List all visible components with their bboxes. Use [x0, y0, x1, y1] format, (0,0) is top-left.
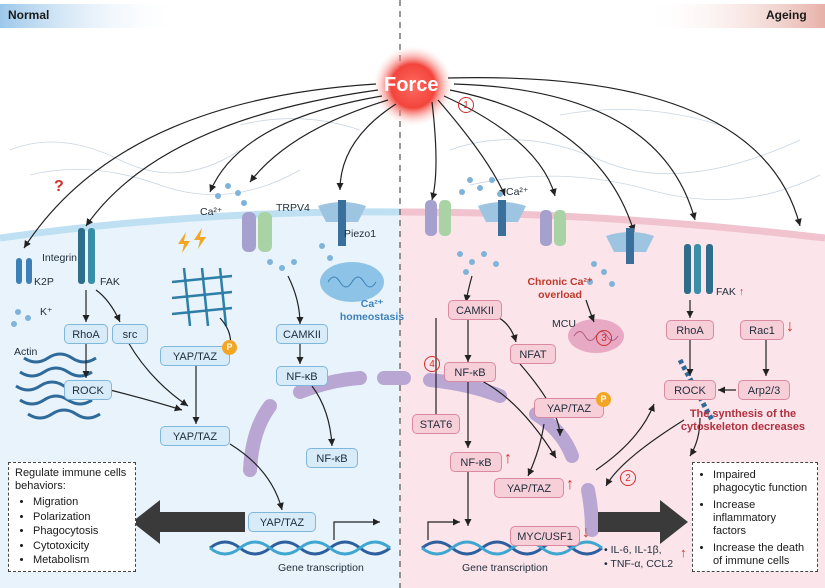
lightning-icon — [178, 228, 206, 253]
piezo1-label: Piezo1 — [344, 228, 377, 240]
cytoskeleton-network — [171, 267, 233, 327]
force-arrows-normal — [23, 83, 397, 249]
list-item: Cytotoxicity — [33, 539, 129, 554]
mitochondrion-normal — [320, 262, 384, 302]
extracellular-matrix — [9, 108, 821, 200]
ca-homeostasis-label: Ca²⁺ homeostasis — [339, 298, 405, 323]
ca-label-normal: Ca²⁺ — [200, 206, 223, 218]
ageing-outcome-panel: Impaired phagocytic function Increase in… — [692, 462, 818, 572]
integrin-receptor-ageing — [684, 244, 713, 294]
transcription-arrow-normal — [333, 518, 380, 540]
step-1-marker: 1 — [458, 97, 474, 113]
piezo1-channel — [318, 200, 366, 246]
dna-helix-normal — [209, 540, 391, 556]
yap-taz-up-arrow: ↑ — [566, 476, 574, 493]
yap-taz-nuclear-box-ageing: YAP/TAZ — [494, 478, 564, 498]
list-item: Increase the death of immune cells — [713, 542, 811, 568]
list-item: Phagocytosis — [33, 524, 129, 539]
camkii-box-ageing: CAMKII — [448, 300, 502, 320]
list-item: Polarization — [33, 510, 129, 525]
trpv4-channel-ageing-1 — [425, 200, 451, 236]
nfat-box: NFAT — [510, 344, 556, 364]
cytoskeleton-decrease-label: The synthesis of the cytoskeleton decrea… — [680, 408, 806, 433]
nfkb-box: NF-κB — [276, 366, 328, 386]
piezo1-channel-ageing-1 — [478, 200, 526, 236]
nfkb-up-arrow: ↑ — [504, 450, 512, 467]
trpv4-channel — [242, 212, 272, 252]
actin-fragments — [677, 358, 715, 422]
mcu-label: MCU — [552, 318, 576, 330]
normal-header-bar — [0, 4, 180, 28]
chronic-overload-label: Chronic Ca²⁺ overload — [527, 276, 593, 301]
src-box: src — [112, 324, 148, 344]
rhoa-box: RhoA — [64, 324, 108, 344]
arp23-box: Arp2/3 — [738, 380, 790, 400]
ageing-header-bar — [645, 4, 825, 28]
output-arrow-normal — [132, 500, 245, 544]
actin-label: Actin — [14, 346, 38, 358]
nfkb-nuclear-box: NF-κB — [306, 448, 358, 468]
ageing-membrane — [399, 208, 825, 242]
normal-panel-list: Migration Polarization Phagocytosis Cyto… — [15, 495, 129, 568]
integrin-label: Integrin — [42, 252, 78, 264]
step-4-marker: 4 — [424, 356, 440, 372]
phosphate-badge: P — [222, 340, 237, 355]
ageing-header-label: Ageing — [766, 8, 807, 22]
trpv4-channel-ageing-2 — [540, 210, 566, 246]
step-3-marker: 3 — [596, 330, 612, 346]
cytokine-up-arrow: ↑ — [680, 545, 687, 560]
transcription-arrow-ageing — [427, 518, 460, 540]
force-label: Force — [384, 74, 439, 96]
k2p-channel — [16, 258, 32, 284]
stat6-box: STAT6 — [412, 414, 460, 434]
k2p-label: K2P — [34, 276, 54, 288]
normal-header-label: Normal — [8, 8, 50, 22]
fak-label-ageing: FAK↑ — [716, 286, 745, 298]
k-ion-label: K⁺ — [40, 306, 53, 318]
yap-taz-phospho-box: YAP/TAZ — [160, 346, 230, 366]
dna-helix-ageing — [421, 540, 603, 556]
cytokines-line2: • TNF-α, CCL2 — [604, 558, 674, 570]
list-item: Increase inflammatory factors — [713, 499, 811, 538]
gene-transcription-normal: Gene transcription — [278, 562, 364, 574]
list-item: Migration — [33, 495, 129, 510]
list-item: Impaired phagocytic function — [713, 469, 811, 495]
yap-taz-nuclear-box: YAP/TAZ — [248, 512, 316, 532]
piezo1-channel-ageing-2 — [606, 228, 654, 264]
yap-taz-phospho-box-ageing: YAP/TAZ — [534, 398, 604, 418]
rock-box-ageing: ROCK — [664, 380, 716, 400]
gene-transcription-ageing: Gene transcription — [462, 562, 548, 574]
myc-usf1-box: MYC/USF1 — [510, 526, 580, 546]
rhoa-box-ageing: RhoA — [666, 320, 714, 340]
nfkb-box-ageing: NF-κB — [444, 362, 496, 382]
ca-label-ageing: Ca²⁺ — [506, 186, 529, 198]
cytokines-line1: • IL-6, IL-1β, — [604, 544, 662, 556]
output-arrow-ageing — [598, 500, 688, 544]
question-mark: ? — [54, 178, 64, 195]
normal-outcome-panel: Regulate immune cells behaviors: Migrati… — [8, 462, 136, 572]
camkii-box: CAMKII — [276, 324, 328, 344]
fak-label: FAK — [100, 276, 120, 288]
step-2-marker: 2 — [620, 470, 636, 486]
rock-box: ROCK — [64, 380, 112, 400]
trpv4-label: TRPV4 — [276, 202, 310, 214]
list-item: Metabolism — [33, 553, 129, 568]
rac1-down-arrow: ↓ — [786, 318, 794, 335]
yap-taz-box: YAP/TAZ — [160, 426, 230, 446]
nfkb-nuclear-box-ageing: NF-κB — [450, 452, 502, 472]
integrin-receptor — [78, 228, 95, 284]
phosphate-badge-ageing: P — [596, 392, 611, 407]
calcium-ions-normal — [11, 183, 333, 327]
ageing-panel-list: Impaired phagocytic function Increase in… — [699, 469, 811, 568]
rac1-box: Rac1 — [740, 320, 784, 340]
calcium-ions-ageing — [457, 177, 615, 287]
myc-down-arrow: ↓ — [582, 524, 590, 541]
normal-panel-title: Regulate immune cells behaviors: — [15, 467, 127, 492]
